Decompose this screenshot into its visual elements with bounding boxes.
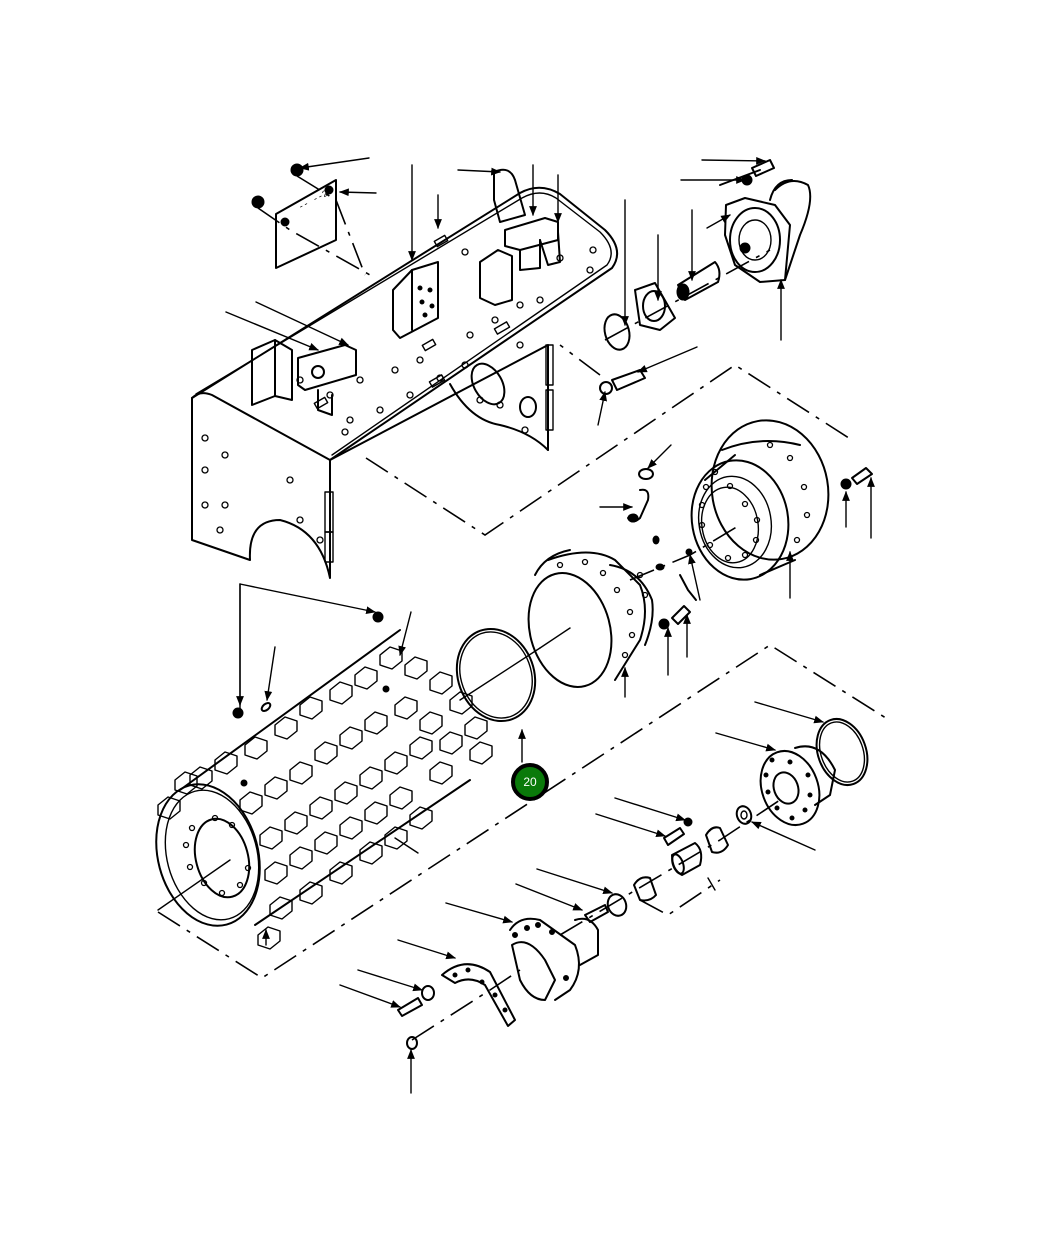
drum-o-ring xyxy=(455,627,541,763)
hub-leader-lines xyxy=(339,701,824,1094)
drive-motor-assembly xyxy=(559,159,812,395)
hub-assembly xyxy=(397,718,869,1050)
drum-leader-lines xyxy=(236,583,419,946)
gear-housing-leader-lines xyxy=(599,444,875,601)
drive-flange-assembly xyxy=(527,549,691,688)
callout-20[interactable]: 20 xyxy=(511,763,549,801)
frame-leader-lines xyxy=(225,157,562,351)
motor-leader-lines xyxy=(597,156,785,426)
padfoot-drum xyxy=(155,611,493,950)
drive-flange-leader-lines xyxy=(621,614,691,698)
gear-housing-assembly xyxy=(627,419,873,601)
frame-assembly: -- --20 xyxy=(191,163,619,579)
callout-20-label: 20 xyxy=(523,775,537,789)
phantom-lines xyxy=(157,364,890,979)
